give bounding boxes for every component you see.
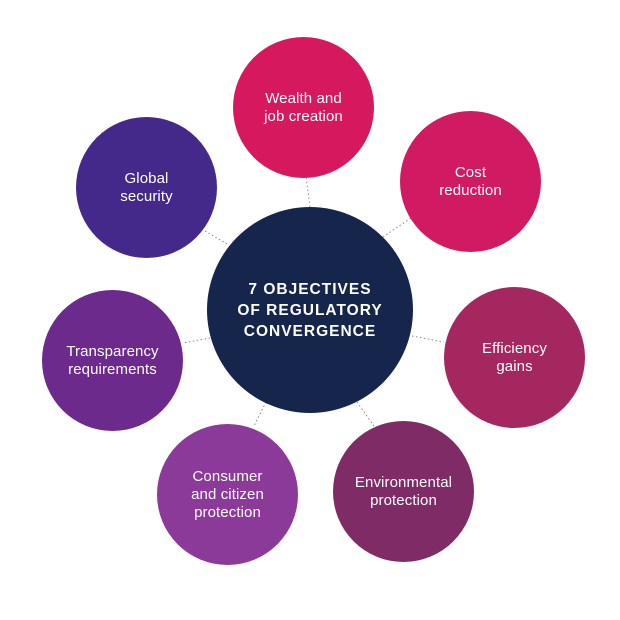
connector-line bbox=[305, 175, 311, 208]
objective-label: Cost reduction bbox=[439, 163, 502, 199]
objective-circle-efficiency-gains: Efficiency gains bbox=[444, 287, 585, 428]
objective-label: Global security bbox=[120, 169, 173, 205]
center-title: 7 OBJECTIVES OF REGULATORY CONVERGENCE bbox=[237, 280, 383, 340]
connector-line bbox=[411, 335, 445, 343]
objective-label: Efficiency gains bbox=[482, 339, 547, 375]
objective-circle-consumer-citizen-protection: Consumer and citizen protection bbox=[157, 424, 298, 565]
objective-circle-global-security: Global security bbox=[76, 117, 217, 258]
objective-circle-wealth-job-creation: Wealth and job creation bbox=[233, 37, 374, 178]
objective-label: Environmental protection bbox=[354, 473, 453, 509]
objective-label: Consumer and citizen protection bbox=[191, 467, 264, 521]
objective-label: Transparency requirements bbox=[66, 342, 159, 378]
connector-line bbox=[356, 401, 375, 427]
center-circle: 7 OBJECTIVES OF REGULATORY CONVERGENCE bbox=[207, 207, 413, 413]
objective-circle-transparency-requirements: Transparency requirements bbox=[42, 290, 183, 431]
connector-line bbox=[199, 227, 228, 245]
connector-line bbox=[182, 337, 211, 344]
objective-circle-cost-reduction: Cost reduction bbox=[400, 111, 541, 252]
objective-label: Wealth and job creation bbox=[264, 89, 343, 125]
objective-circle-environmental-protection: Environmental protection bbox=[333, 421, 474, 562]
connector-line bbox=[382, 217, 412, 238]
connector-line bbox=[253, 401, 267, 427]
